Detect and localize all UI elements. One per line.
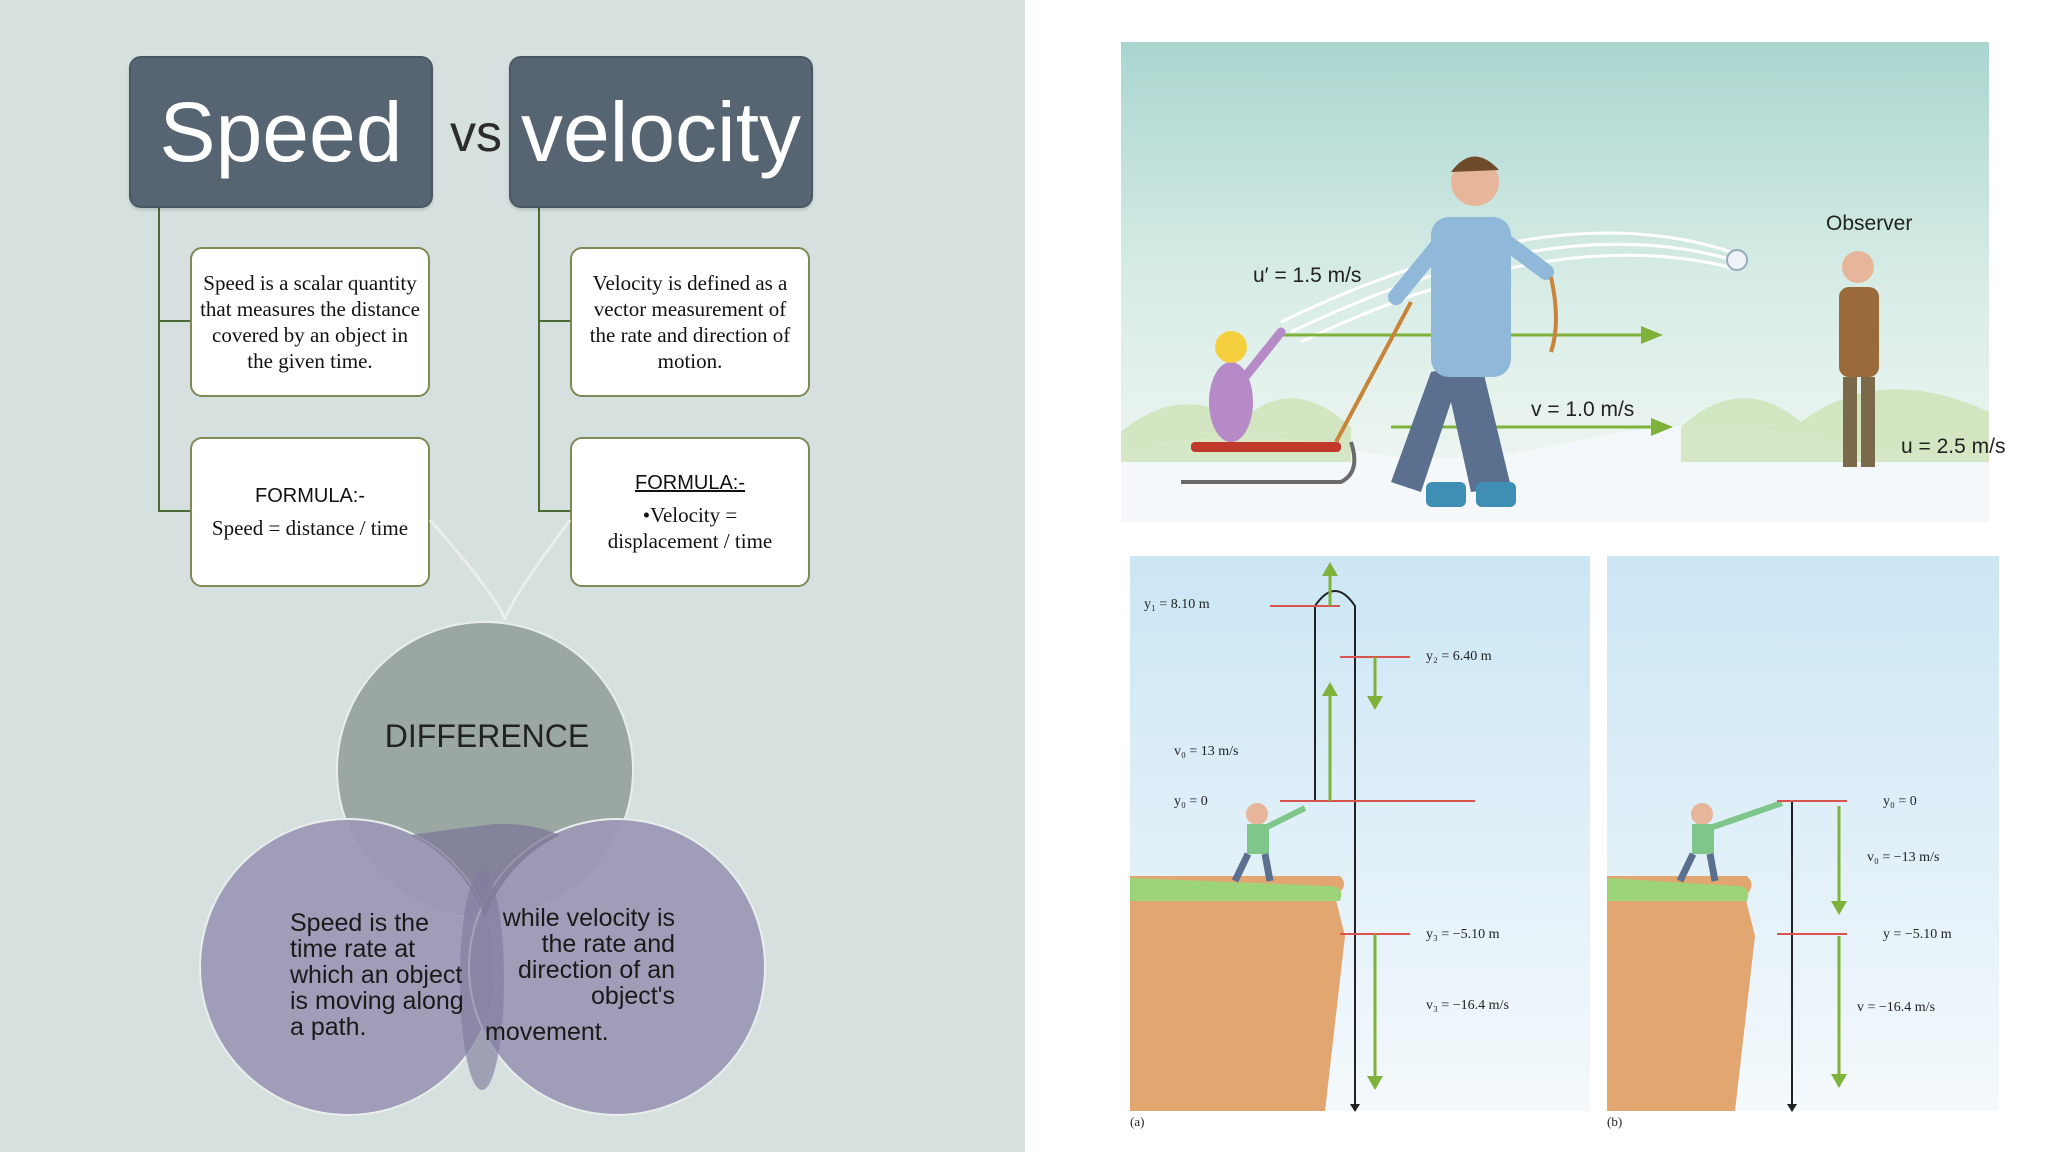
- thrower-b-body: [1692, 824, 1714, 854]
- man-arm-right: [1498, 234, 1554, 280]
- speed-definition-box: Speed is a scalar quantity that measures…: [190, 247, 430, 397]
- speed-connector-vertical: [158, 208, 160, 510]
- child-arm: [1236, 327, 1286, 387]
- arrowhead-v3: [1367, 1076, 1383, 1090]
- v0-label: v₀ = 13 m/s: [1174, 744, 1239, 759]
- cliff-b-grass: [1607, 878, 1749, 901]
- velocity-connector-vertical: [538, 208, 540, 510]
- arrowhead-down-y2: [1367, 696, 1383, 710]
- observer-leg-right: [1861, 377, 1875, 467]
- trajectory-b-arrowhead: [1787, 1104, 1797, 1112]
- velocity-connector-h1: [538, 320, 570, 322]
- diagram-b-label: (b): [1607, 1114, 1622, 1129]
- thrower-b-arm: [1709, 800, 1783, 831]
- difference-label: DIFFERENCE: [384, 718, 590, 754]
- y1-label: y₁ = 8.10 m: [1144, 597, 1210, 612]
- cliff-a: [1130, 876, 1345, 1111]
- sled: [1191, 442, 1341, 452]
- man-legs: [1391, 362, 1511, 492]
- venn-diagram: [199, 519, 766, 1116]
- y2-label: y₂ = 6.40 m: [1426, 649, 1492, 664]
- arrowhead-v0: [1322, 682, 1338, 696]
- cliff-diagram-a: y₁ = 8.10 m y₂ = 6.40 m v₀ = 13 m/s y₀ =…: [1130, 556, 1590, 1129]
- trajectory-a-arrowhead: [1350, 1104, 1360, 1112]
- speed-title: Speed: [129, 56, 433, 208]
- light-ray-right: [503, 519, 572, 621]
- velocity-formula-line2: displacement / time: [607, 529, 773, 553]
- snowball: [1726, 249, 1748, 271]
- vs-label: vs: [450, 105, 502, 163]
- speed-connector-h1: [158, 320, 190, 322]
- light-ray-left: [428, 519, 507, 621]
- cliff-a-grass: [1130, 878, 1342, 901]
- man-hair: [1451, 156, 1499, 172]
- thrower-a-legs: [1231, 852, 1274, 883]
- observer-head: [1842, 251, 1874, 283]
- speed-formula-text: Speed = distance / time: [211, 516, 409, 540]
- diagram-a-label: (a): [1130, 1114, 1144, 1129]
- speed-connector-h2: [158, 510, 190, 512]
- venn-overlap-top: [410, 823, 560, 918]
- u-label: u = 2.5 m/s: [1901, 435, 2005, 458]
- venn-left-text: Speed is the time rate at which an objec…: [290, 909, 464, 1041]
- speed-formula-box: FORMULA:- Speed = distance / time: [190, 437, 430, 587]
- velocity-connector-h2: [538, 510, 570, 512]
- arrowhead-b-v0: [1831, 901, 1847, 915]
- velocity-definition-text: Velocity is defined as a vector measurem…: [589, 271, 791, 373]
- cliff-b: [1607, 876, 1755, 1111]
- venn-right-text-1: while velocity is the rate and direction…: [502, 904, 675, 1010]
- arrowhead-up-top: [1322, 562, 1338, 576]
- throw-trail-1: [1280, 231, 1732, 324]
- venn-right-text: while velocity is the rate and direction…: [485, 905, 675, 1045]
- man-boot-right: [1476, 482, 1516, 507]
- left-slide-panel: Speed vs velocity Speed is a scalar quan…: [0, 0, 1025, 1152]
- venn-right-text-2: movement.: [485, 1018, 609, 1046]
- y0-label: y₀ = 0: [1174, 794, 1208, 809]
- b-v-label: v = −16.4 m/s: [1857, 1000, 1935, 1015]
- speed-definition-text: Speed is a scalar quantity that measures…: [200, 271, 420, 373]
- man-boot-left: [1426, 482, 1466, 507]
- velocity-formula-heading: FORMULA:-: [635, 472, 745, 494]
- sled-runner: [1181, 441, 1357, 484]
- bushes-right: [1681, 389, 1989, 462]
- velocity-definition-box: Velocity is defined as a vector measurem…: [570, 247, 810, 397]
- b-y0-label: y₀ = 0: [1883, 794, 1917, 809]
- right-illustration-panel: u′ = 1.5 m/s v = 1.0 m/s Observer u = 2.…: [1025, 0, 2048, 1152]
- thrower-a-body: [1247, 824, 1269, 854]
- velocity-arrowhead-upper: [1641, 326, 1663, 344]
- v-label: v = 1.0 m/s: [1531, 398, 1634, 421]
- velocity-formula-line1: •Velocity =: [642, 503, 738, 527]
- thrower-a-arm: [1263, 805, 1307, 831]
- velocity-title: velocity: [509, 56, 813, 208]
- thrower-b-legs: [1676, 852, 1719, 883]
- observer-leg-left: [1843, 377, 1857, 467]
- thrower-b-head: [1691, 803, 1713, 825]
- velocity-arrowhead-lower: [1651, 418, 1673, 436]
- man-arm-left: [1388, 234, 1449, 305]
- b-y-label: y = −5.10 m: [1883, 927, 1952, 942]
- b-v0-label: v₀ = −13 m/s: [1867, 850, 1939, 865]
- man-jacket: [1431, 217, 1511, 377]
- v3-label: v₃ = −16.4 m/s: [1426, 998, 1509, 1013]
- man-rope-coil: [1549, 276, 1558, 353]
- y3-label: y₃ = −5.10 m: [1426, 927, 1500, 942]
- thrower-a-head: [1246, 803, 1268, 825]
- sled-illustration: u′ = 1.5 m/s v = 1.0 m/s Observer u = 2.…: [1121, 42, 2005, 522]
- arrowhead-b-v: [1831, 1074, 1847, 1088]
- observer-label: Observer: [1826, 212, 1912, 235]
- child-head: [1215, 331, 1247, 363]
- u-prime-label: u′ = 1.5 m/s: [1253, 264, 1361, 287]
- speed-formula-heading: FORMULA:-: [255, 485, 365, 507]
- sled-rope: [1334, 301, 1413, 443]
- cliff-diagram-b: y₀ = 0 v₀ = −13 m/s y = −5.10 m v = −16.…: [1607, 556, 1999, 1129]
- venn-overlap-bottom: [460, 870, 504, 1090]
- observer-coat: [1839, 287, 1879, 377]
- velocity-formula-box: FORMULA:- •Velocity = displacement / tim…: [570, 437, 810, 587]
